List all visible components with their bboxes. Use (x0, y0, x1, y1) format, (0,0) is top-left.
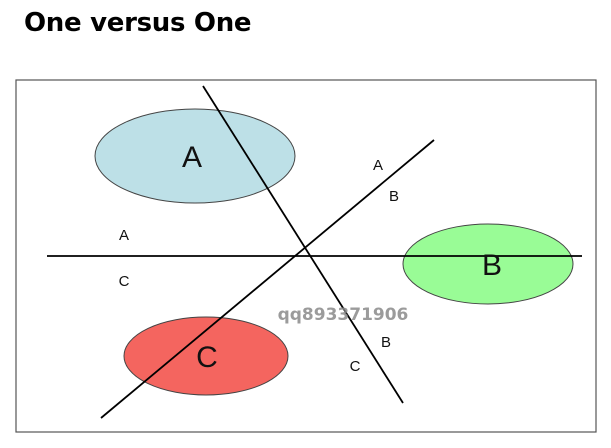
a-vs-b-side-a: A (373, 157, 383, 174)
page-title: One versus One (24, 8, 252, 38)
watermark-text: qq893371906 (278, 305, 409, 325)
class-a-label: A (182, 141, 202, 174)
class-a-ellipse (94, 108, 296, 204)
decision-line-a-vs-b (202, 85, 404, 404)
class-b-ellipse (402, 223, 574, 305)
a-vs-c-side-c: C (119, 273, 130, 290)
a-vs-b-side-b: B (389, 188, 399, 205)
class-c-ellipse (123, 316, 289, 396)
a-vs-c-side-a: A (119, 227, 129, 244)
b-vs-c-side-b: B (381, 334, 391, 351)
b-vs-c-side-c: C (350, 358, 361, 375)
class-c-label: C (196, 341, 218, 374)
decision-line-b-vs-c (100, 139, 435, 419)
class-b-label: B (482, 249, 502, 282)
